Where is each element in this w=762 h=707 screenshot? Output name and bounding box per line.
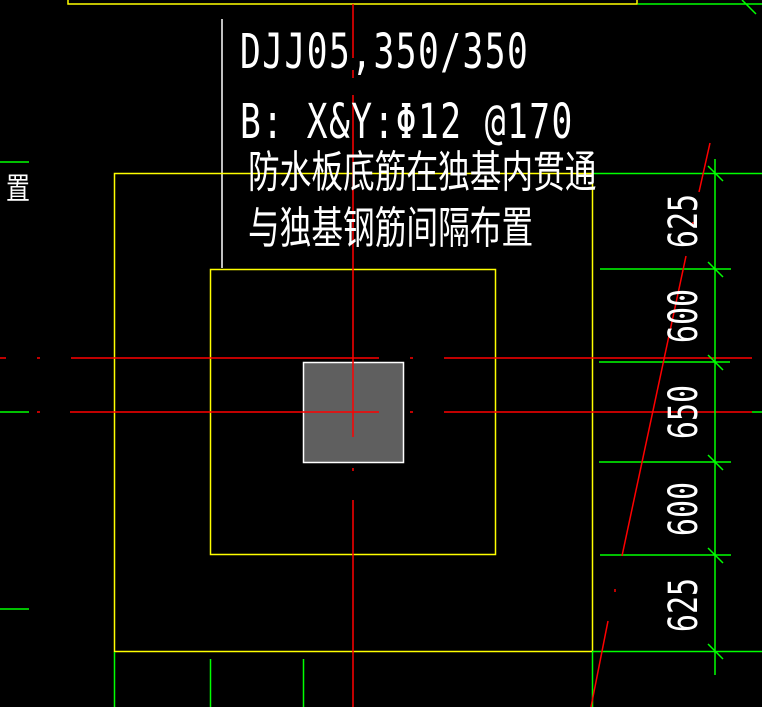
dimension-650: 650 [661,384,707,440]
dimension-600-upper: 600 [661,288,707,344]
note-line-2: 与独基钢筋间隔布置 [248,203,534,254]
reinforcement-label: B: X&Y:Φ12 @170 [240,94,574,150]
tick-mark [741,0,757,15]
foundation-id-label: DJJ05,350/350 [240,24,530,80]
left-text-fragment: 置 [6,172,30,207]
dimension-625-bottom: 625 [661,577,707,633]
break-line [590,142,711,707]
dimension-600-lower: 600 [661,481,707,537]
top-outline [67,0,638,5]
dimension-chain [592,159,762,675]
note-line-1: 防水板底筋在独基内贯通 [248,147,597,198]
dimension-625-top: 625 [661,193,707,249]
